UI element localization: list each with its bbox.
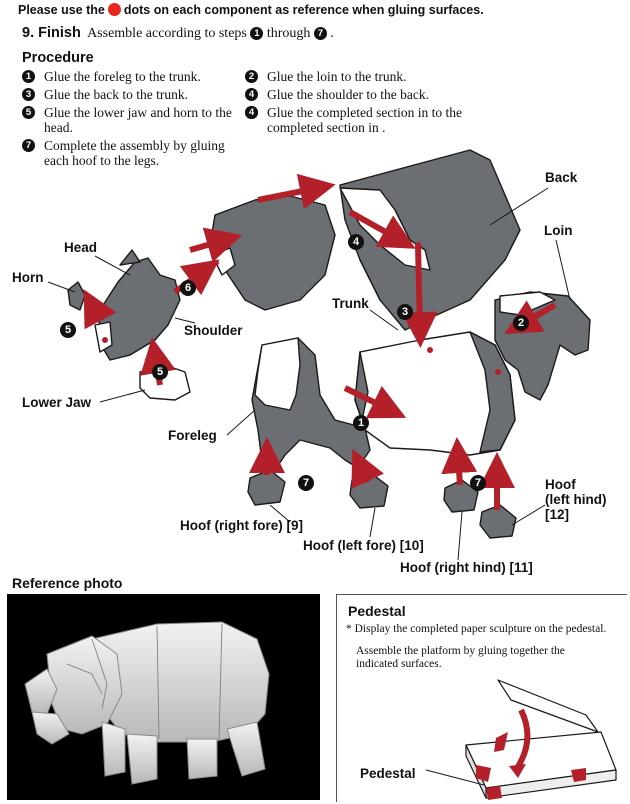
note-text-before: Please use the bbox=[18, 3, 105, 17]
step-marker-icon: 7 bbox=[313, 27, 327, 40]
hoof-right-fore bbox=[247, 469, 286, 506]
label-back: Back bbox=[545, 170, 578, 185]
finish-heading: 9. Finish Assemble according to steps 1 … bbox=[22, 25, 334, 42]
step-text: Glue the shoulder to the back. bbox=[267, 87, 429, 102]
step-1-marker-icon: 1 bbox=[353, 415, 369, 431]
step-number-icon: 1 bbox=[22, 70, 35, 83]
step6-text-before: Glue the completed section in bbox=[267, 105, 429, 120]
label-head: Head bbox=[64, 240, 98, 255]
label-hoof-right-fore: Hoof (right fore) [9] bbox=[180, 518, 303, 533]
step-4-marker-icon: 4 bbox=[348, 234, 364, 250]
red-dot-icon bbox=[107, 3, 121, 16]
pedestal-instruction: Assemble the platform by gluing together… bbox=[356, 645, 565, 670]
procedure-step-3: 3 Glue the back to the trunk. bbox=[22, 87, 237, 102]
step6-text-mid: to the completed section in bbox=[267, 105, 462, 135]
step-number-icon: 4 bbox=[245, 88, 258, 101]
procedure-step-5: 5 Glue the lower jaw and horn to the hea… bbox=[22, 105, 237, 135]
back-part bbox=[339, 149, 521, 331]
note-text-after: dots on each component as reference when… bbox=[123, 3, 484, 17]
assembly-diagram bbox=[47, 149, 591, 561]
step-marker-icon: 1 bbox=[250, 27, 264, 40]
step-6-marker-icon: 6 bbox=[180, 280, 196, 296]
pedestal-panel bbox=[336, 594, 627, 802]
step-ref-icon: 4 bbox=[245, 106, 258, 119]
pedestal-label: Pedestal bbox=[360, 766, 416, 781]
finish-text-end: . bbox=[330, 26, 334, 41]
procedure-step-6: 6 Glue the completed section in 5 to the… bbox=[245, 105, 470, 135]
label-hoof-left-hind-line2: (left hind) bbox=[545, 492, 607, 507]
label-hoof-left-hind-line3: [12] bbox=[545, 507, 570, 522]
step-7-marker-icon: 7 bbox=[470, 475, 486, 491]
step-5-marker-icon: 5 bbox=[152, 364, 168, 380]
label-hoof-right-hind: Hoof (right hind) [11] bbox=[400, 560, 533, 575]
step-number-icon: 5 bbox=[22, 106, 35, 119]
step-text: Glue the back to the trunk. bbox=[44, 87, 188, 102]
step-text: Glue the completed section in 5 to the c… bbox=[245, 105, 470, 135]
label-hoof-left-fore: Hoof (left fore) [10] bbox=[303, 538, 424, 553]
finish-title: 9. Finish bbox=[22, 25, 81, 41]
procedure-step-1: 1 Glue the foreleg to the trunk. bbox=[22, 69, 237, 84]
horn-part bbox=[67, 281, 86, 311]
step-2-marker-icon: 2 bbox=[513, 315, 529, 331]
procedure-step-2: 2 Glue the loin to the trunk. bbox=[245, 69, 465, 84]
pedestal-title: Pedestal bbox=[348, 603, 406, 619]
step-number-icon: 2 bbox=[245, 70, 258, 83]
step-text: Complete the assembly by gluing each hoo… bbox=[44, 138, 225, 168]
step-text: Glue the loin to the trunk. bbox=[267, 69, 407, 84]
finish-text: Assemble according to steps bbox=[87, 26, 247, 41]
step-3-marker-icon: 3 bbox=[397, 304, 413, 320]
label-shoulder: Shoulder bbox=[184, 323, 243, 338]
pedestal-diagram bbox=[425, 679, 617, 800]
label-lower-jaw: Lower Jaw bbox=[22, 395, 92, 410]
pedestal-note: * Display the completed paper sculpture … bbox=[346, 623, 607, 635]
procedure-title: Procedure bbox=[22, 50, 94, 66]
finish-text-mid: through bbox=[266, 26, 311, 41]
step-5-marker-icon: 5 bbox=[60, 322, 76, 338]
label-foreleg: Foreleg bbox=[168, 428, 217, 443]
procedure-step-4: 4 Glue the shoulder to the back. bbox=[245, 87, 465, 102]
label-trunk: Trunk bbox=[332, 296, 369, 311]
procedure-step-7: 7 Complete the assembly by gluing each h… bbox=[22, 138, 252, 168]
glue-dot-note: Please use the dots on each component as … bbox=[18, 3, 484, 17]
step-number-icon: 7 bbox=[22, 139, 35, 152]
step-7-marker-icon: 7 bbox=[298, 475, 314, 491]
label-hoof-left-hind-line1: Hoof bbox=[545, 477, 576, 492]
label-hoof-left-hind: Hoof (left hind) [12] bbox=[545, 477, 606, 522]
step-text: Glue the foreleg to the trunk. bbox=[44, 69, 201, 84]
rhino-sculpture-image bbox=[24, 621, 270, 785]
step-number-icon: 3 bbox=[22, 88, 35, 101]
reference-photo-title: Reference photo bbox=[12, 575, 123, 591]
label-horn: Horn bbox=[12, 270, 44, 285]
step6-text-end: . bbox=[382, 120, 386, 135]
label-loin: Loin bbox=[544, 223, 573, 238]
reference-photo bbox=[7, 594, 320, 800]
step-text: Glue the lower jaw and horn to the head. bbox=[44, 105, 232, 135]
